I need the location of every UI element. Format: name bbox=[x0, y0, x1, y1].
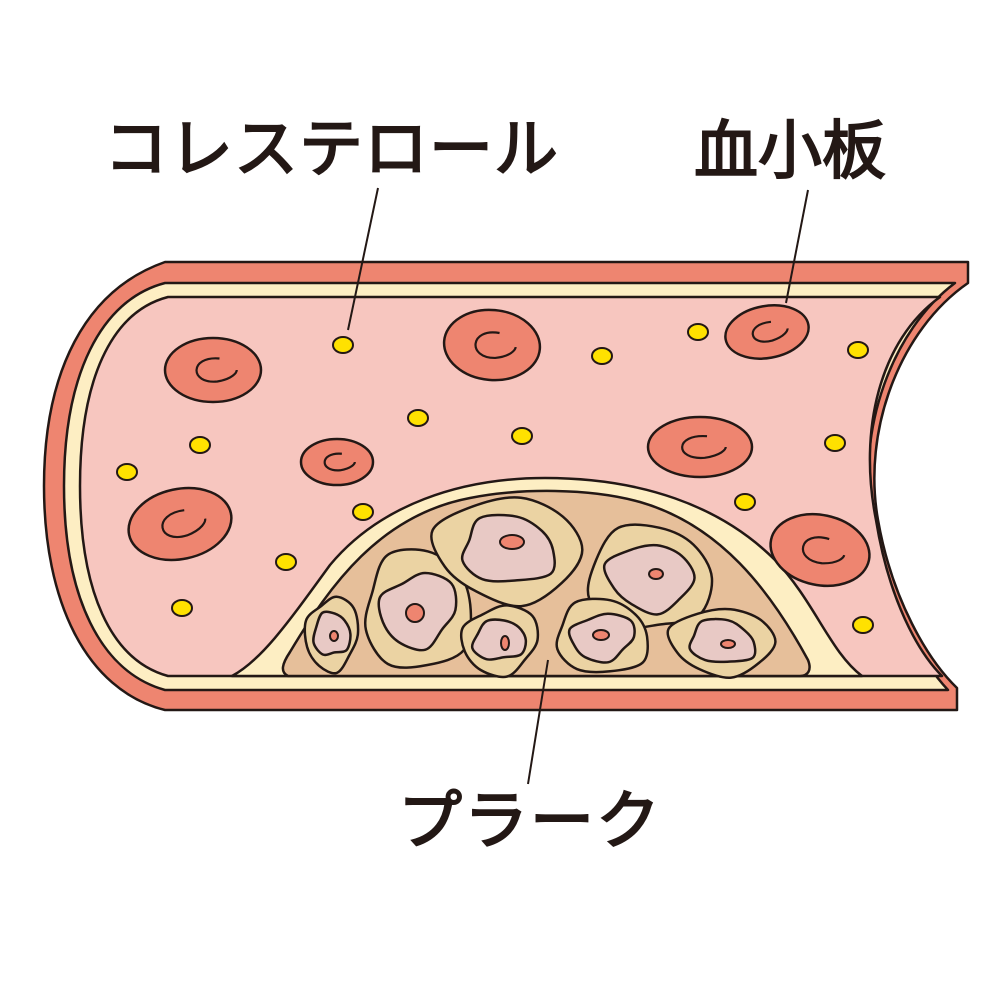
red-blood-cell bbox=[127, 486, 233, 562]
leader-line-cholesterol bbox=[347, 187, 379, 331]
cell-nucleus bbox=[500, 635, 510, 651]
cell-nucleus bbox=[405, 603, 425, 623]
plaque-cell bbox=[364, 548, 473, 669]
cholesterol-particle bbox=[189, 436, 211, 454]
cell-nucleus bbox=[499, 534, 525, 550]
red-blood-cell bbox=[769, 512, 871, 588]
red-blood-cell bbox=[163, 336, 263, 404]
leader-line-platelet bbox=[785, 189, 809, 304]
cholesterol-particle bbox=[511, 427, 533, 445]
cholesterol-particle bbox=[116, 463, 138, 481]
plaque-cell bbox=[430, 496, 584, 608]
plaque-cell bbox=[555, 597, 650, 674]
cholesterol-particle bbox=[352, 503, 374, 521]
cholesterol-particle bbox=[687, 323, 709, 341]
plaque-cell bbox=[666, 607, 777, 679]
cell-nucleus bbox=[648, 568, 664, 580]
label-cholesterol: コレステロール bbox=[104, 113, 559, 187]
cholesterol-particle bbox=[734, 493, 756, 511]
cholesterol-particle bbox=[275, 553, 297, 571]
plaque-cells bbox=[303, 496, 777, 679]
cholesterol-particle bbox=[591, 347, 613, 365]
cholesterol-particle bbox=[847, 341, 869, 359]
cell-nucleus bbox=[720, 639, 736, 649]
red-blood-cell bbox=[442, 308, 542, 382]
leader-line-plaque bbox=[527, 659, 549, 785]
red-blood-cell bbox=[646, 415, 754, 479]
label-platelet: 血小板 bbox=[694, 115, 886, 189]
red-blood-cell bbox=[724, 304, 810, 360]
cell-nucleus bbox=[329, 630, 339, 642]
red-blood-cells bbox=[127, 304, 871, 588]
cell-nucleus bbox=[592, 629, 610, 641]
red-blood-cell bbox=[299, 437, 375, 487]
plaque-cell bbox=[459, 604, 540, 679]
cholesterol-particle bbox=[171, 599, 193, 617]
cholesterol-particle bbox=[852, 616, 874, 634]
cholesterol-particle bbox=[824, 434, 846, 452]
plaque-cell bbox=[303, 595, 360, 675]
cholesterol-particles bbox=[116, 323, 874, 634]
cholesterol-particle bbox=[407, 409, 429, 427]
cholesterol-particle bbox=[332, 336, 354, 354]
label-plaque: プラーク bbox=[398, 785, 662, 859]
